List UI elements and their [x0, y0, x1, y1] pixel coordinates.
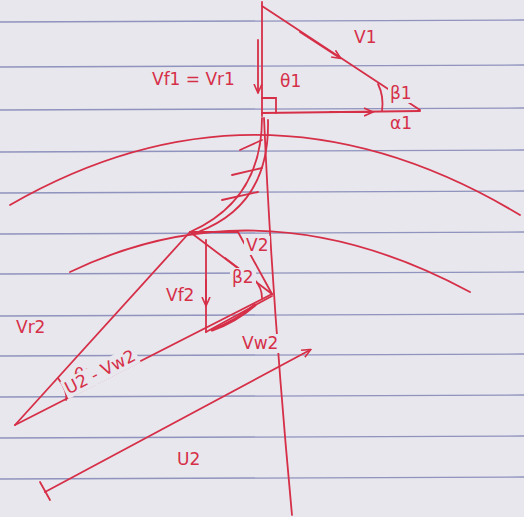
ink	[10, 2, 520, 515]
velocity-label: Vr2	[14, 318, 47, 337]
velocity-label: Vf2	[164, 286, 196, 305]
angle-label: β1	[388, 84, 414, 103]
angle-label: β2	[230, 268, 256, 287]
velocity-label: V1	[352, 28, 378, 47]
velocity-label: Vw2	[240, 334, 280, 353]
angle-label: θ1	[278, 72, 303, 91]
velocity-label: Vf1 = Vr1	[150, 70, 237, 89]
velocity-label: V2	[244, 236, 270, 255]
angle-label: α1	[388, 114, 414, 133]
velocity-label: U2	[175, 450, 202, 469]
